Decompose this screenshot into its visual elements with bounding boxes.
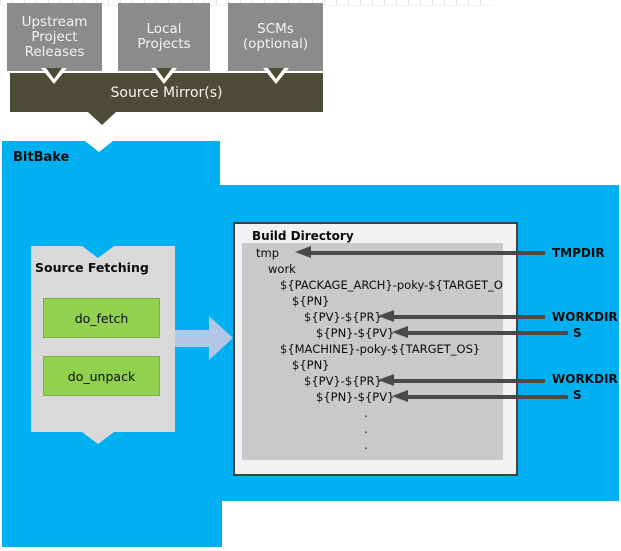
upstream-tail: [46, 68, 62, 79]
directory-entry: work: [268, 262, 296, 276]
scms-optional-box: SCMs (optional): [228, 3, 323, 71]
arrow-shaft: [307, 250, 545, 255]
directory-entry: ${PV}-${PR}: [304, 374, 382, 388]
s-label-1: S: [573, 326, 582, 340]
source-fetching-output-tail: [82, 432, 114, 444]
arrow-shaft: [390, 314, 545, 319]
source-fetching-title: Source Fetching: [35, 260, 149, 275]
s-arrow-2: [392, 390, 568, 403]
directory-entry: ${MACHINE}-poky-${TARGET_OS}: [280, 342, 481, 356]
bitbake-region-bottom: [2, 501, 222, 547]
tmpdir-arrow: [295, 246, 545, 259]
directory-entry: ${PACKAGE_ARCH}-poky-${TARGET_OS}: [280, 278, 503, 292]
arrow-shaft: [390, 378, 545, 383]
do-unpack-task-box: do_unpack: [43, 356, 160, 396]
source-fetching-input-notch: [82, 246, 114, 258]
bitbake-label: BitBake: [13, 150, 70, 165]
arrow-shaft: [404, 330, 568, 335]
do-fetch-task-box: do_fetch: [43, 298, 160, 338]
left-arrowhead-icon: [295, 246, 311, 258]
left-arrowhead-icon: [378, 374, 394, 386]
left-arrowhead-icon: [392, 390, 408, 402]
directory-tree: tmp work ${PACKAGE_ARCH}-poky-${TARGET_OS}…: [242, 243, 503, 453]
flow-arrow-shaft: [175, 330, 209, 347]
workdir-label-2: WORKDIR: [552, 372, 618, 386]
s-arrow-1: [392, 326, 568, 339]
workdir-arrow-1: [378, 310, 545, 323]
local-projects-box: Local Projects: [118, 3, 210, 71]
left-arrowhead-icon: [378, 310, 394, 322]
directory-entry: ${PN}: [292, 294, 330, 308]
directory-entry: .: [364, 438, 368, 452]
s-label-2: S: [573, 388, 582, 402]
tmpdir-label: TMPDIR: [552, 246, 605, 260]
mirror-to-bitbake-tail: [88, 112, 116, 125]
flow-arrow-head: [209, 316, 233, 360]
build-directory-title: Build Directory: [252, 229, 354, 243]
local-tail: [156, 68, 172, 79]
build-directory-panel: tmp work ${PACKAGE_ARCH}-poky-${TARGET_OS}…: [242, 243, 503, 460]
arrow-shaft: [404, 394, 568, 399]
directory-entry: ${PN}: [292, 358, 330, 372]
bitbake-input-notch: [85, 141, 113, 152]
directory-entry: ${PN}-${PV}: [316, 326, 395, 340]
directory-entry: .: [364, 406, 368, 420]
directory-entry: ${PV}-${PR}: [304, 310, 382, 324]
directory-entry: ${PN}-${PV}: [316, 390, 395, 404]
left-arrowhead-icon: [392, 326, 408, 338]
source-fetching-box: [31, 246, 175, 432]
upstream-project-releases-box: Upstream Project Releases: [7, 3, 102, 71]
build-directory-box: Build Directory tmp work ${PACKAGE_ARCH}-p…: [233, 222, 518, 476]
workdir-label-1: WORKDIR: [552, 310, 618, 324]
scms-tail: [268, 68, 284, 79]
workdir-arrow-2: [378, 374, 545, 387]
directory-entry: tmp: [256, 246, 280, 260]
directory-entry: .: [364, 422, 368, 436]
